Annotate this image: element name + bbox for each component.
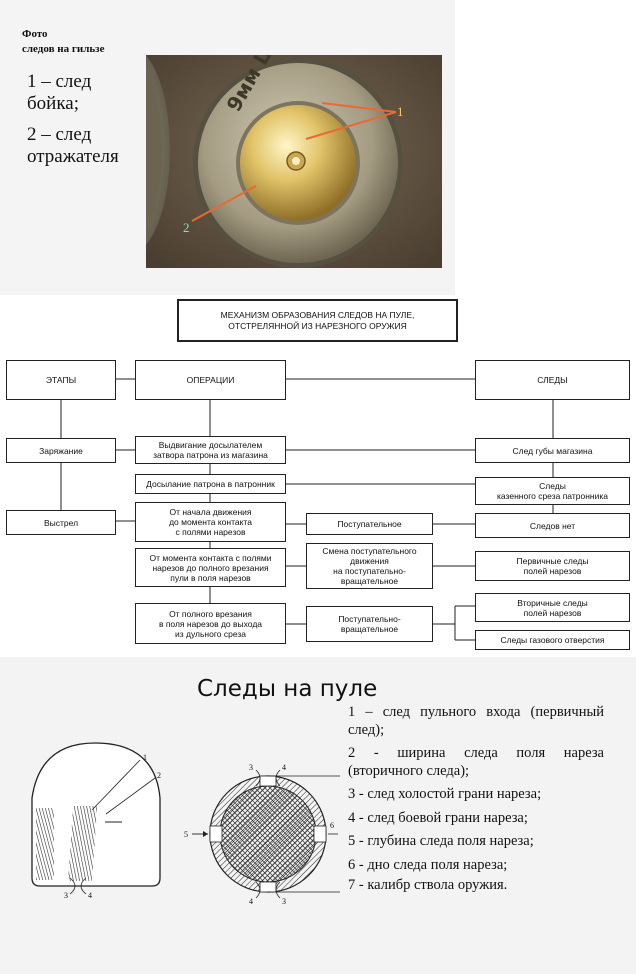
bullet-legend-item-1: 1 – след пульного входа (первичный след)… [348, 704, 604, 739]
figure-label-3b: 3 [249, 763, 253, 772]
operation-engraving: От момента контакта с полями нарезов до … [135, 548, 286, 587]
trace-none: Следов нет [475, 513, 630, 538]
header-stages: ЭТАПЫ [6, 360, 116, 400]
figure-label-4a: 4 [88, 891, 92, 900]
figure-label-3c: 3 [282, 897, 286, 906]
figure-label-4c: 4 [249, 897, 253, 906]
bullet-legend-item-2: 2 - ширина следа поля нареза (вторичного… [348, 745, 604, 780]
stage-loading: Заряжание [6, 438, 116, 463]
figure-label-4b: 4 [282, 763, 286, 772]
bullet-section-heading: Следы на пуле [197, 676, 377, 702]
figure-label-6: 6 [330, 821, 334, 830]
header-operations: ОПЕРАЦИИ [135, 360, 286, 400]
trace-primary-lands: Первичные следы полей нарезов [475, 551, 630, 581]
bullet-legend-item-3: 3 - след холостой грани нареза; [348, 786, 604, 804]
movement-translational: Поступательное [306, 513, 433, 535]
operation-to-muzzle: От полного врезания в поля нарезов до вы… [135, 603, 286, 644]
bullet-legend-item-6: 6 - дно следа поля нареза; [348, 857, 604, 875]
bullet-legend-item-4: 4 - след боевой грани нареза; [348, 810, 604, 828]
movement-transition: Смена поступательного движения на поступ… [306, 543, 433, 589]
figure-label-2: 2 [157, 771, 161, 780]
figure-label-3a: 3 [64, 891, 68, 900]
bullet-legend: 1 – след пульного входа (первичный след)… [348, 704, 604, 898]
movement-rotational: Поступательно- вращательное [306, 606, 433, 642]
bullet-diagram: 1 2 3 4 3 4 4 3 5 6 [20, 738, 340, 908]
trace-secondary-lands: Вторичные следы полей нарезов [475, 593, 630, 622]
trace-magazine-lip: След губы магазина [475, 438, 630, 463]
trace-gas-port: Следы газового отверстия [475, 630, 630, 650]
bullet-legend-item-7: 7 - калибр ствола оружия. [348, 877, 604, 895]
header-traces: СЛЕДЫ [475, 360, 630, 400]
trace-chamber-breech: Следы казенного среза патронника [475, 477, 630, 505]
stage-shot: Выстрел [6, 510, 116, 535]
figure-label-1: 1 [143, 753, 147, 762]
operation-chambering: Досылание патрона в патронник [135, 474, 286, 494]
figure-label-5: 5 [184, 830, 188, 839]
operation-extract-cartridge: Выдвигание досылателем затвора патрона и… [135, 436, 286, 464]
bullet-legend-item-5: 5 - глубина следа поля нареза; [348, 833, 604, 851]
operation-before-contact: От начала движения до момента контакта с… [135, 502, 286, 542]
